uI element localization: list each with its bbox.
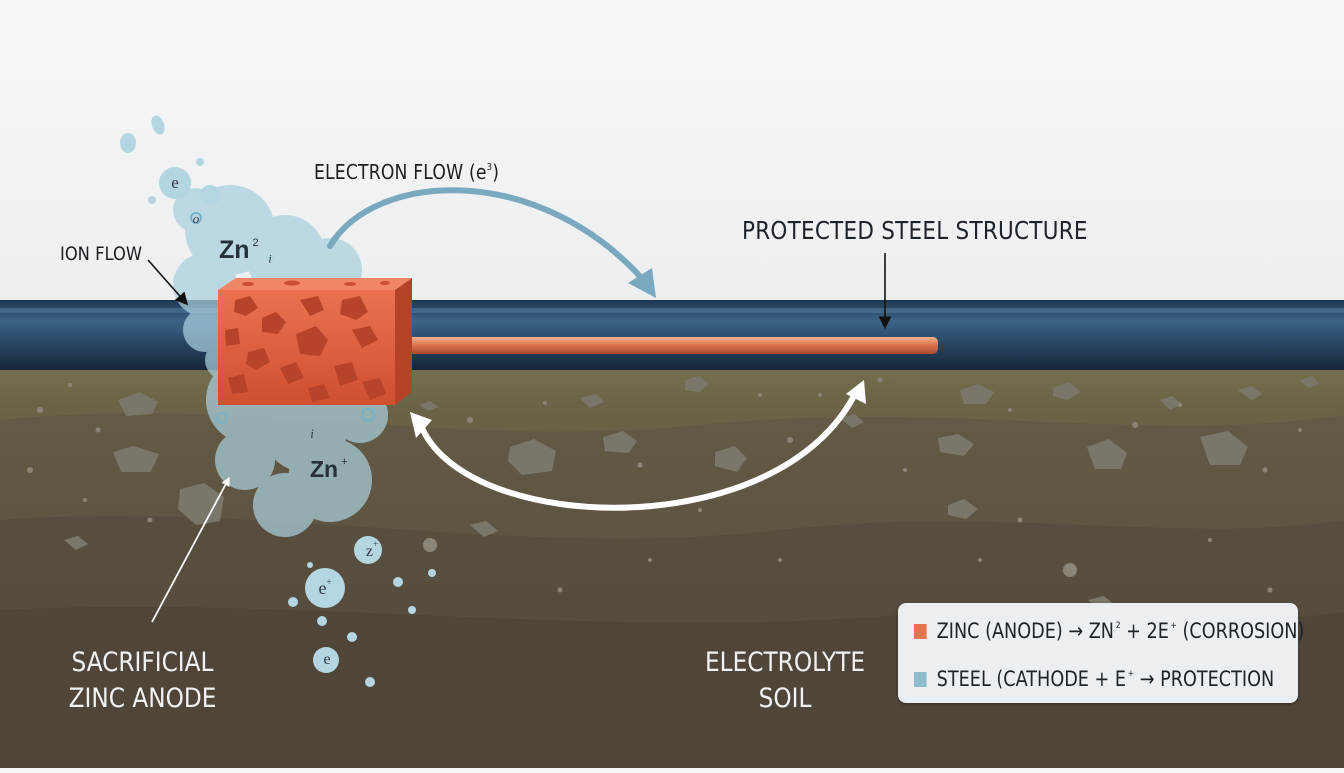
electron-flow-arrow bbox=[327, 187, 655, 293]
electrolyte-soil-label: ELECTROLYTE SOIL bbox=[703, 645, 866, 717]
protected-structure-label: PROTECTED STEEL STRUCTURE bbox=[742, 216, 1088, 245]
anode-label-line2: ZINC ANODE bbox=[68, 683, 217, 714]
soil-specks bbox=[27, 377, 1302, 593]
bubble-i-bottom: i bbox=[310, 426, 314, 441]
soil-label-line1: ELECTROLYTE bbox=[705, 647, 865, 678]
anode-leader bbox=[151, 476, 230, 623]
soil-pebbles bbox=[64, 376, 1320, 614]
current-return-arrow bbox=[419, 389, 859, 511]
sacrificial-anode-label: SACRIFICIAL ZINC ANODE bbox=[67, 645, 218, 717]
zinc-anode-block bbox=[218, 278, 412, 405]
bubble-electron-top: e bbox=[171, 173, 179, 192]
legend-swatch-steel bbox=[914, 671, 927, 687]
bubble-electron-bottom: e bbox=[323, 651, 331, 668]
return-arrowhead-right bbox=[846, 380, 866, 404]
bubble-i-top: i bbox=[268, 251, 272, 266]
bubble-z: z+ bbox=[365, 539, 379, 560]
droplets bbox=[120, 115, 436, 687]
ion-flow-leader bbox=[147, 259, 189, 306]
anode-label-line1: SACRIFICIAL bbox=[71, 647, 214, 678]
pipe-highlight bbox=[0, 308, 1344, 313]
electron-flow-label: ELECTRON FLOW (e3) bbox=[314, 160, 500, 184]
steel-core-rod bbox=[390, 337, 938, 354]
legend-item-steel: STEEL (CATHODE + E+ → PROTECTION bbox=[914, 667, 1274, 691]
bubble-e-plus: e+ bbox=[318, 577, 332, 598]
legend-text-steel: STEEL (CATHODE + E+ → PROTECTION bbox=[936, 667, 1275, 691]
bubble-o: o bbox=[192, 211, 200, 226]
zinc-ion-lower: Zn+ bbox=[310, 456, 348, 482]
soil-label-line2: SOIL bbox=[758, 683, 812, 714]
legend-swatch-zinc bbox=[914, 623, 927, 639]
ion-flow-label: ION FLOW bbox=[60, 243, 143, 265]
electron-flow-arrowhead bbox=[628, 268, 656, 298]
ion-bubbles bbox=[159, 167, 375, 424]
return-arrowhead-left bbox=[410, 412, 432, 438]
